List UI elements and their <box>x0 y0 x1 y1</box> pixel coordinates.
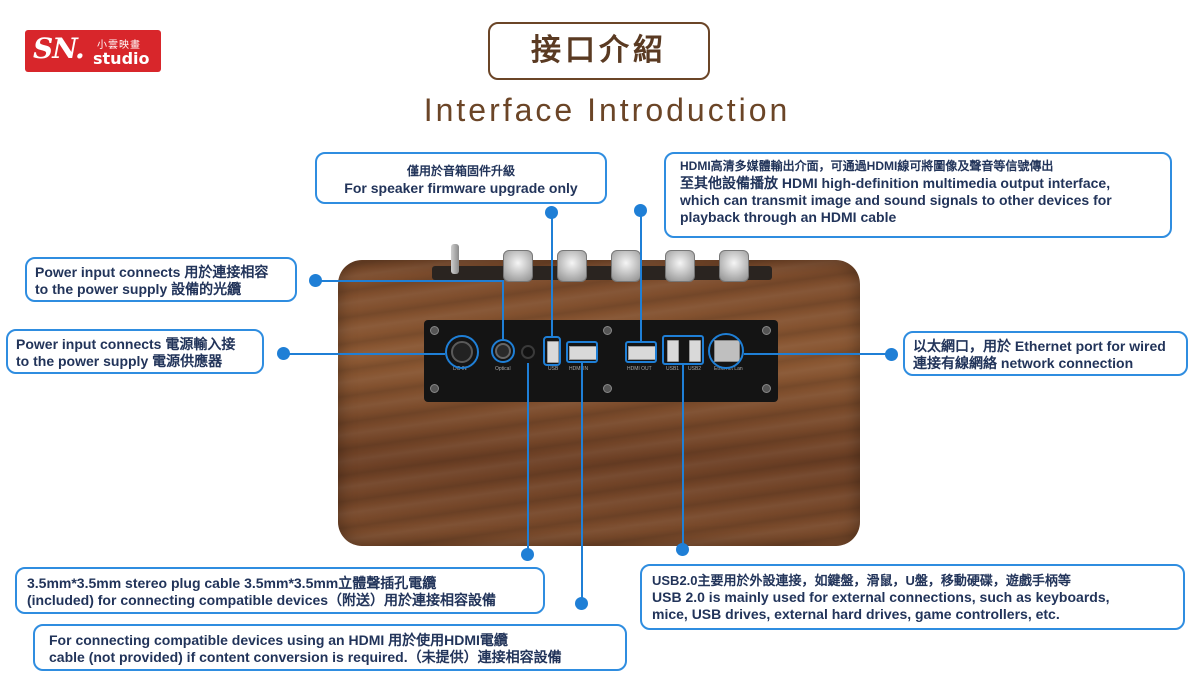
callout-ethernet-line1: 以太網口，用於 Ethernet port for wired <box>913 338 1166 354</box>
leader-dot-hdmi-out <box>634 204 647 217</box>
speaker-body <box>338 260 860 546</box>
ethernet-highlight-ring <box>708 333 744 369</box>
screw-icon <box>603 326 612 335</box>
callout-hdmi-in-line2: cable (not provided) if content conversi… <box>49 649 562 665</box>
panel-label-ethernet: Ethernet Lan <box>714 366 743 372</box>
leader-line-aux <box>527 363 529 549</box>
callout-hdmi-in: For connecting compatible devices using … <box>33 624 627 671</box>
screw-icon <box>430 326 439 335</box>
callout-hdmi-out-line4: playback through an HDMI cable <box>680 209 897 225</box>
callout-hdmi-in-line1: For connecting compatible devices using … <box>49 632 508 648</box>
knob-icon <box>665 250 695 282</box>
studio-logo: SN. 小雲映畫 studio <box>25 30 161 72</box>
callout-optical-line2: to the power supply 設備的光纜 <box>35 281 242 297</box>
callout-firmware-cn: 僅用於音箱固件升級 <box>406 164 515 178</box>
leader-line-optical-v <box>502 280 504 339</box>
callout-dc-in-line1: Power input connects 電源輸入接 <box>16 336 236 352</box>
callout-ethernet: 以太網口，用於 Ethernet port for wired 連接有線網絡 n… <box>903 331 1188 376</box>
knob-icon <box>611 250 641 282</box>
hdmi-in-highlight-ring <box>566 341 598 363</box>
panel-label-optical: Optical <box>495 366 511 372</box>
hdmi-out-highlight-ring <box>625 341 657 363</box>
screw-icon <box>762 326 771 335</box>
antenna-icon <box>451 244 459 274</box>
callout-usb-line3: mice, USB drives, external hard drives, … <box>652 606 1060 622</box>
panel-label-usb2: USB2 <box>688 366 702 372</box>
callout-hdmi-out-line3: which can transmit image and sound signa… <box>680 192 1112 208</box>
aux-jack-port <box>521 345 535 359</box>
callout-usb-line2: USB 2.0 is mainly used for external conn… <box>652 589 1110 605</box>
leader-line-hdmi-out <box>640 212 642 341</box>
leader-line-hdmi-in <box>581 363 583 600</box>
leader-dot-aux <box>521 548 534 561</box>
leader-line-firmware <box>551 215 553 336</box>
callout-aux-line1: 3.5mm*3.5mm stereo plug cable 3.5mm*3.5m… <box>27 575 437 591</box>
usb2-port <box>689 340 701 362</box>
usb-highlight-ring <box>543 336 561 366</box>
leader-dot-usb <box>676 543 689 556</box>
leader-dot-optical <box>309 274 322 287</box>
callout-aux-line2: (included) for connecting compatible dev… <box>27 592 497 608</box>
screw-icon <box>603 384 612 393</box>
screw-icon <box>430 384 439 393</box>
knob-icon <box>557 250 587 282</box>
logo-english: studio <box>93 49 150 68</box>
panel-label-usb: USB <box>548 366 559 372</box>
title-english: Interface Introduction <box>423 92 791 128</box>
callout-dc-in-line2: to the power supply 電源供應器 <box>16 353 223 369</box>
dc-in-highlight-ring <box>445 335 479 369</box>
leader-dot-ethernet <box>885 348 898 361</box>
title-chinese: 接口介紹 <box>488 22 710 80</box>
callout-ethernet-line2: 連接有線網絡 network connection <box>913 355 1134 371</box>
panel-label-hdmi-in: HDMI IN <box>569 366 589 372</box>
usb-firmware-port <box>547 341 559 363</box>
callout-hdmi-out-line2: 至其他設備播放 HDMI high-definition multimedia … <box>680 175 1111 191</box>
callout-hdmi-out: HDMI高清多媒體輸出介面，可通過HDMI線可將圖像及聲音等信號傳出 至其他設備… <box>664 152 1172 238</box>
leader-line-usb <box>682 365 684 545</box>
callout-optical-line1: Power input connects 用於連接相容 <box>35 264 269 280</box>
usb-pair-highlight-ring <box>662 335 704 365</box>
callout-aux: 3.5mm*3.5mm stereo plug cable 3.5mm*3.5m… <box>15 567 545 614</box>
panel-label-usb1: USB1 <box>666 366 680 372</box>
leader-dot-dc <box>277 347 290 360</box>
callout-firmware: 僅用於音箱固件升級 For speaker firmware upgrade o… <box>315 152 607 204</box>
logo-mark: SN. <box>33 32 85 65</box>
leader-dot-firmware <box>545 206 558 219</box>
leader-line-ethernet <box>744 353 890 355</box>
callout-optical: Power input connects 用於連接相容 to the power… <box>25 257 297 302</box>
leader-line-dc <box>283 353 445 355</box>
knob-icon <box>719 250 749 282</box>
panel-label-dc-in: DC IN <box>453 366 467 372</box>
optical-highlight-ring <box>491 339 515 363</box>
callout-dc-in: Power input connects 電源輸入接 to the power … <box>6 329 264 374</box>
usb1-port <box>667 340 679 362</box>
logo-chinese: 小雲映畫 <box>97 40 141 51</box>
callout-usb-line1: USB2.0主要用於外設連接，如鍵盤，滑鼠，U盤，移動硬碟，遊戲手柄等 <box>652 573 1071 588</box>
callout-usb: USB2.0主要用於外設連接，如鍵盤，滑鼠，U盤，移動硬碟，遊戲手柄等 USB … <box>640 564 1185 630</box>
knob-icon <box>503 250 533 282</box>
callout-firmware-en: For speaker firmware upgrade only <box>344 180 578 196</box>
leader-dot-hdmi-in <box>575 597 588 610</box>
panel-label-hdmi-out: HDMI OUT <box>627 366 652 372</box>
leader-line-optical <box>320 280 502 282</box>
screw-icon <box>762 384 771 393</box>
callout-hdmi-out-line1: HDMI高清多媒體輸出介面，可通過HDMI線可將圖像及聲音等信號傳出 <box>680 159 1054 173</box>
